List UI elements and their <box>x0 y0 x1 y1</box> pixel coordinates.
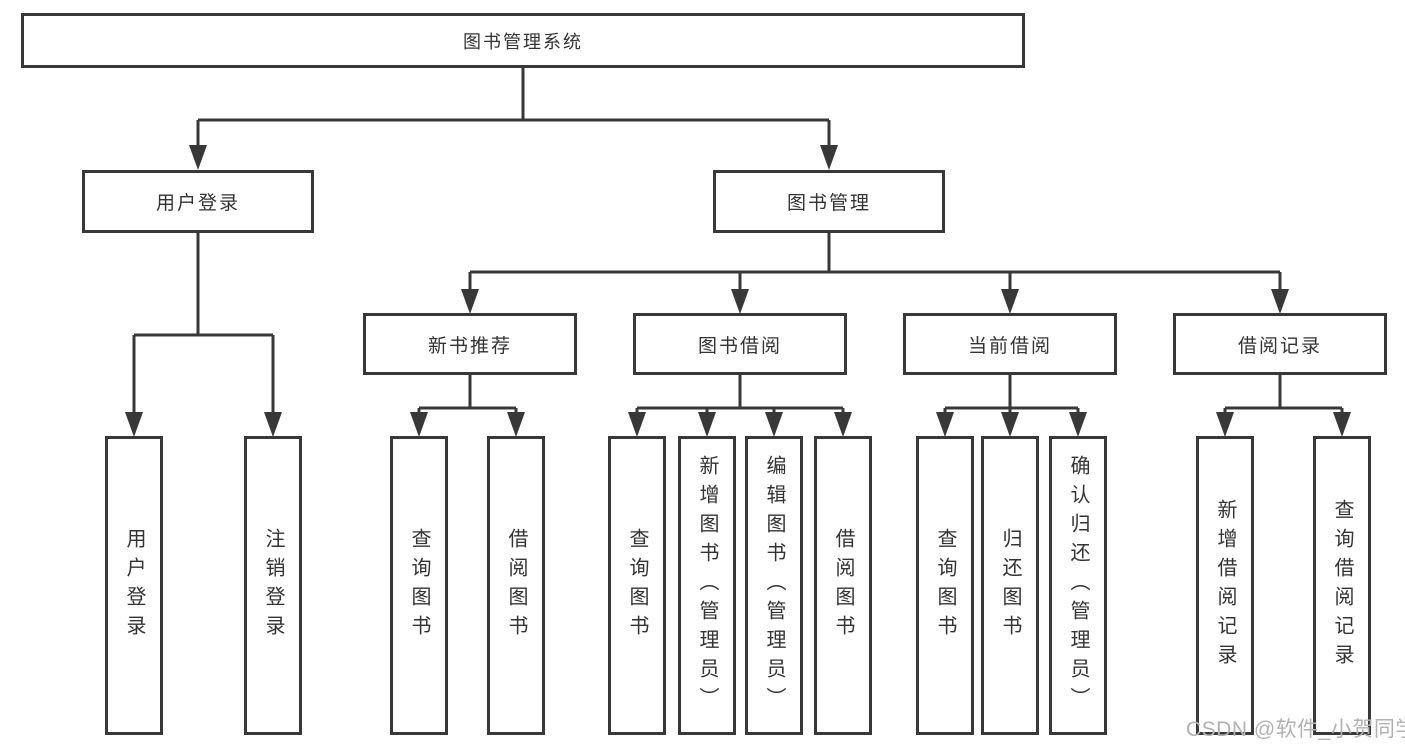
leaf-add-borrow-record: 新增借阅记录 <box>1196 436 1254 735</box>
leaf-edit-book-admin: 编辑图书（管理员） <box>745 436 803 735</box>
node-book-borrow: 图书借阅 <box>633 313 847 375</box>
node-borrow-records: 借阅记录 <box>1173 313 1387 375</box>
leaf-confirm-return-admin: 确认归还（管理员） <box>1049 436 1107 735</box>
node-book-management: 图书管理 <box>713 170 945 233</box>
node-root-label: 图书管理系统 <box>463 31 583 52</box>
leaf-add-book-admin: 新增图书（管理员） <box>678 436 736 735</box>
leaf-recommend-borrow-book: 借阅图书 <box>487 436 545 735</box>
node-new-book-recommend-label: 新书推荐 <box>427 335 512 357</box>
csdn-watermark: CSDN @软件_小贺同学 <box>1186 718 1405 741</box>
node-borrow-records-label: 借阅记录 <box>1237 335 1322 357</box>
node-current-borrow-label: 当前借阅 <box>967 335 1052 357</box>
leaf-borrow-book-label: 借阅图书 <box>832 527 854 644</box>
leaf-add-book-admin-label: 新增图书（管理员） <box>696 455 718 716</box>
leaf-borrow-query-book-label: 查询图书 <box>626 527 648 644</box>
leaf-user-login: 用户登录 <box>105 436 163 735</box>
leaf-query-borrow-record: 查询借阅记录 <box>1313 436 1371 735</box>
leaf-query-borrow-record-label: 查询借阅记录 <box>1331 498 1353 673</box>
node-new-book-recommend: 新书推荐 <box>363 313 577 375</box>
leaf-add-borrow-record-label: 新增借阅记录 <box>1214 498 1236 673</box>
leaf-recommend-query-book-label: 查询图书 <box>408 527 430 644</box>
leaf-confirm-return-admin-label: 确认归还（管理员） <box>1067 455 1089 716</box>
leaf-current-query-book: 查询图书 <box>916 436 974 735</box>
leaf-borrow-query-book: 查询图书 <box>608 436 666 735</box>
node-current-borrow: 当前借阅 <box>903 313 1117 375</box>
node-book-management-label: 图书管理 <box>786 193 871 214</box>
node-root-system: 图书管理系统 <box>21 13 1025 68</box>
leaf-user-login-label: 用户登录 <box>123 527 145 644</box>
leaf-recommend-borrow-book-label: 借阅图书 <box>505 527 527 644</box>
leaf-return-book-label: 归还图书 <box>999 527 1021 644</box>
leaf-current-query-book-label: 查询图书 <box>934 527 956 644</box>
leaf-return-book: 归还图书 <box>981 436 1039 735</box>
leaf-recommend-query-book: 查询图书 <box>390 436 448 735</box>
node-user-login-label: 用户登录 <box>155 193 240 214</box>
leaf-borrow-book: 借阅图书 <box>814 436 872 735</box>
leaf-edit-book-admin-label: 编辑图书（管理员） <box>763 455 785 716</box>
leaf-logout-label: 注销登录 <box>262 527 284 644</box>
node-book-borrow-label: 图书借阅 <box>697 335 782 357</box>
leaf-logout: 注销登录 <box>244 436 302 735</box>
node-user-login: 用户登录 <box>82 170 314 233</box>
arrowheads <box>125 145 1351 437</box>
